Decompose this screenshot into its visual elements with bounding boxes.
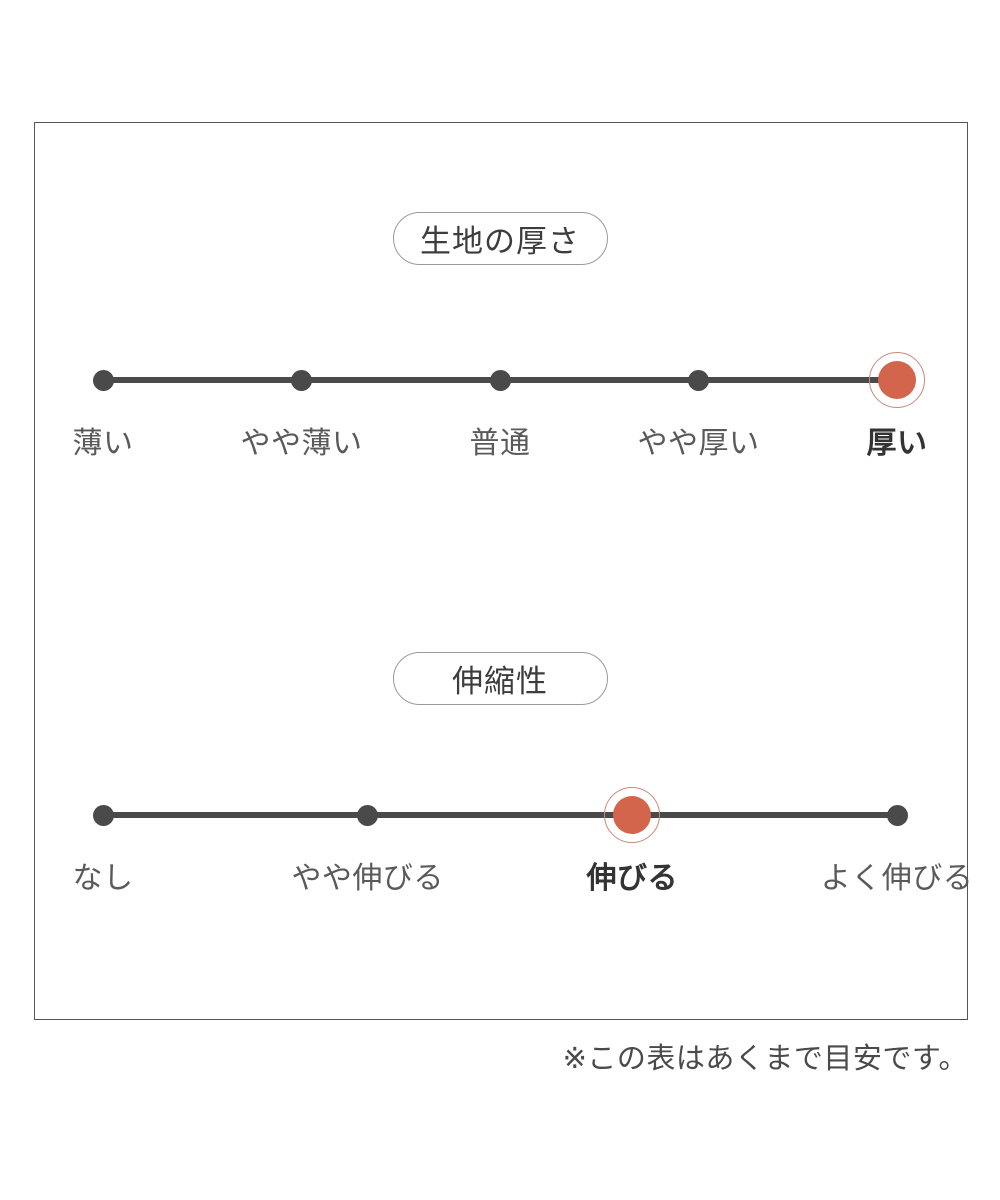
scale-points-fabric-thickness: 薄い やや薄い 普通 やや厚い 厚い: [0, 340, 1000, 460]
selection-ring-icon: [604, 787, 661, 843]
scale-dot-icon: [357, 804, 379, 826]
section-pill-label: 伸縮性: [452, 664, 548, 699]
scale-point-label: なし: [72, 862, 134, 895]
selection-ring-icon: [869, 352, 925, 408]
scale-dot-icon: [92, 369, 114, 391]
scale-points-stretchiness: なし やや伸びる 伸びる よく伸びる: [0, 775, 1000, 895]
scale-dot-icon: [489, 369, 511, 391]
footer-disclaimer-note: ※この表はあくまで目安です。: [562, 1043, 968, 1075]
scale-point-label: 伸びる: [586, 862, 679, 895]
scale-point-label: よく伸びる: [820, 862, 974, 895]
scale-fabric-thickness: 薄い やや薄い 普通 やや厚い 厚い: [0, 340, 1000, 460]
section-pill-label: 生地の厚さ: [420, 224, 580, 259]
section-pill-stretchiness-row: 伸縮性: [0, 652, 1000, 705]
scale-dot-icon: [878, 361, 916, 399]
scale-dot-icon: [92, 804, 114, 826]
spec-chart-frame: [34, 122, 968, 1020]
scale-stretchiness: なし やや伸びる 伸びる よく伸びる: [0, 775, 1000, 895]
scale-dot-icon: [886, 804, 908, 826]
scale-point-label: やや厚い: [637, 427, 760, 460]
scale-point-label: 薄い: [72, 427, 134, 460]
scale-dot-icon: [613, 796, 652, 834]
scale-track: [103, 812, 897, 818]
scale-dot-icon: [291, 369, 312, 391]
scale-point-label: やや伸びる: [291, 862, 444, 895]
section-pill-stretchiness: 伸縮性: [392, 652, 608, 705]
scale-point-label: 厚い: [866, 427, 928, 460]
section-pill-fabric-thickness: 生地の厚さ: [392, 212, 608, 265]
section-pill-fabric-thickness-row: 生地の厚さ: [0, 212, 1000, 265]
scale-dot-icon: [688, 369, 709, 391]
scale-point-label: 普通: [469, 427, 531, 460]
scale-point-label: やや薄い: [240, 427, 363, 460]
